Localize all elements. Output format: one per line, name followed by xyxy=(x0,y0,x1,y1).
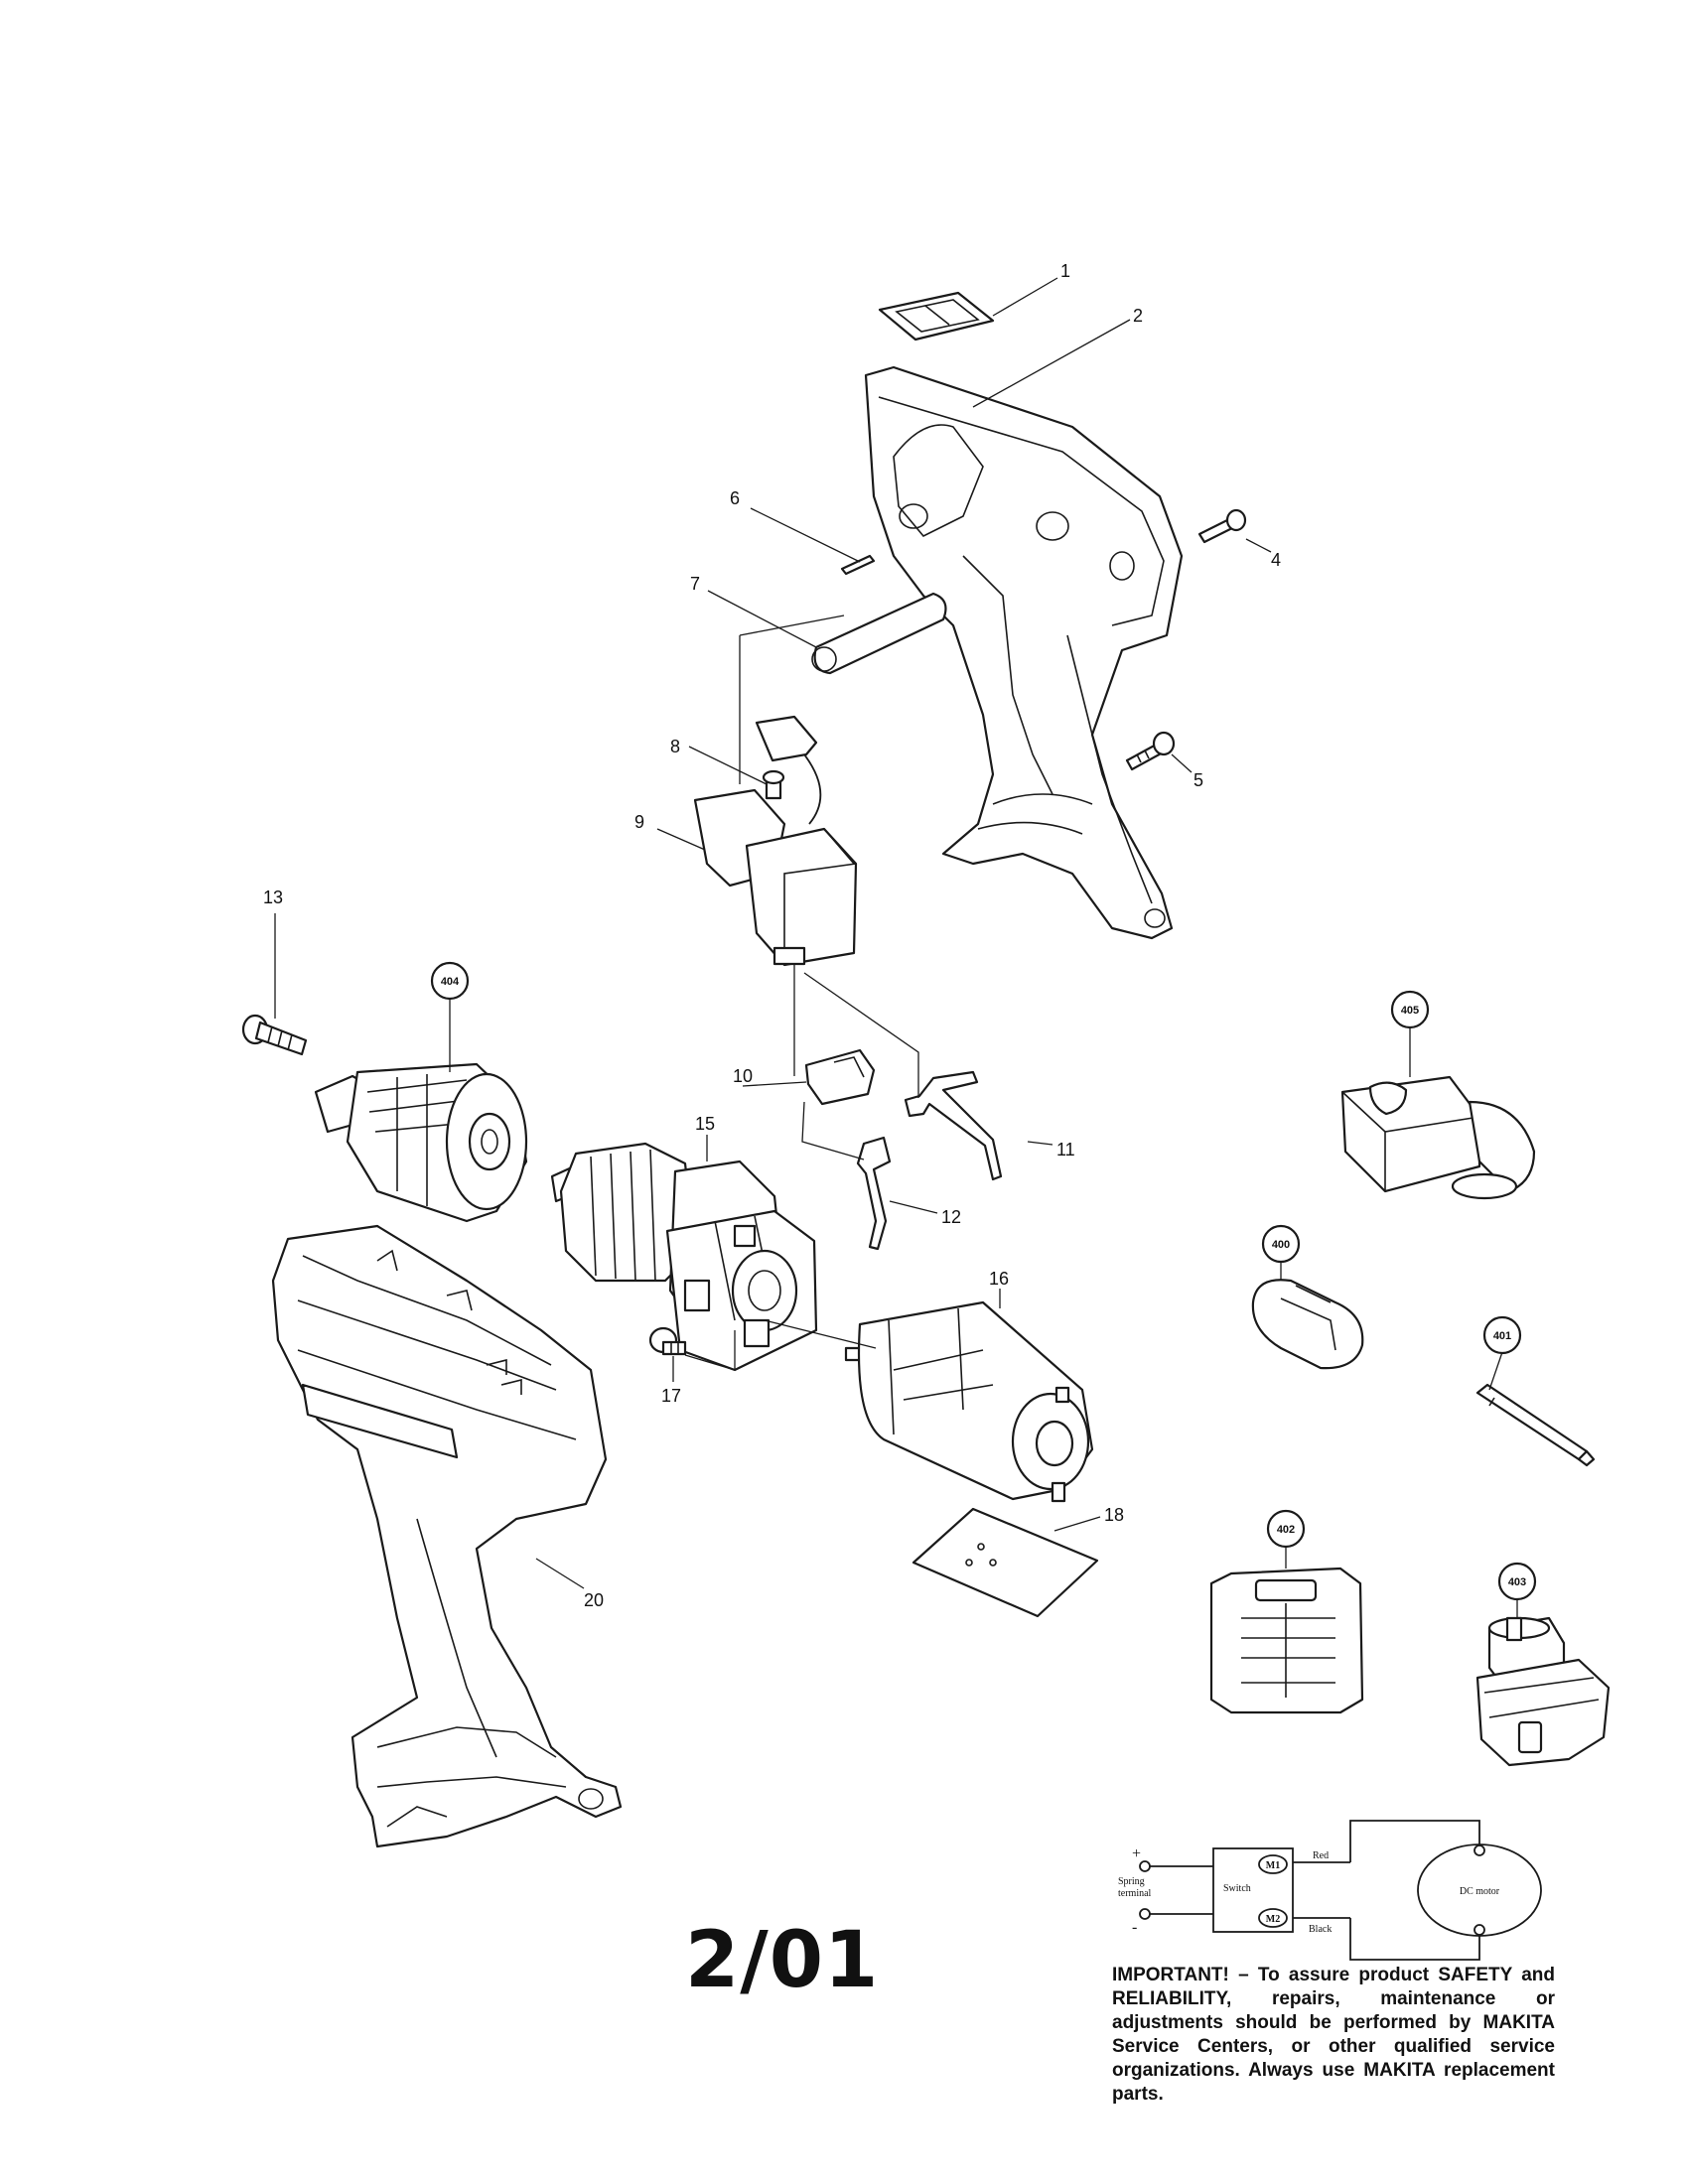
callout-402: 402 xyxy=(1266,1509,1306,1549)
callout-401: 401 xyxy=(1482,1315,1522,1355)
wiring-terminal-1: Spring xyxy=(1118,1876,1145,1887)
part-5-screw xyxy=(1125,731,1176,771)
part-405-charger xyxy=(1340,1075,1536,1200)
label-6: 6 xyxy=(730,488,740,508)
wiring-minus: - xyxy=(1132,1919,1137,1936)
svg-text:405: 405 xyxy=(1401,1005,1419,1017)
callout-403: 403 xyxy=(1497,1562,1537,1601)
part-11-terminal-strip xyxy=(904,1070,1003,1181)
label-17: 17 xyxy=(661,1386,681,1406)
svg-text:400: 400 xyxy=(1272,1239,1290,1251)
part-9-switch xyxy=(693,715,858,967)
label-20: 20 xyxy=(584,1590,604,1610)
wiring-plus: + xyxy=(1132,1845,1141,1862)
part-7-lever xyxy=(811,592,947,675)
label-15: 15 xyxy=(695,1114,715,1134)
svg-text:403: 403 xyxy=(1508,1576,1526,1588)
part-16-dc-motor xyxy=(844,1300,1094,1503)
safety-notice: IMPORTANT! – To assure product SAFETY an… xyxy=(1112,1965,1555,2105)
part-number-labels: 1 2 4 5 6 7 8 9 10 11 12 13 15 16 17 18 … xyxy=(263,261,1281,1610)
part-6-pin xyxy=(840,554,876,576)
part-15-gear-assembly xyxy=(550,1142,818,1372)
dc-motor-label: DC motor xyxy=(1460,1886,1500,1897)
part-18-insulator xyxy=(912,1507,1099,1618)
black-wire-label: Black xyxy=(1309,1924,1332,1935)
part-403-battery xyxy=(1475,1616,1611,1767)
part-20-housing xyxy=(271,1224,623,1848)
label-11: 11 xyxy=(1056,1140,1075,1160)
part-17-screw xyxy=(648,1326,687,1356)
red-wire-label: Red xyxy=(1313,1850,1329,1861)
date-code: 2/01 xyxy=(685,1916,880,2005)
circled-callouts: 404 405 400 401 402 403 xyxy=(430,961,1537,1601)
dc-motor-symbol xyxy=(1417,1843,1542,1937)
label-9: 9 xyxy=(634,812,644,832)
part-2-housing-half xyxy=(864,365,1184,940)
part-13-bolt xyxy=(241,1014,308,1056)
m1-label: M1 xyxy=(1266,1860,1280,1871)
label-7: 7 xyxy=(690,574,700,594)
label-5: 5 xyxy=(1193,770,1203,790)
switch-box xyxy=(1212,1847,1294,1933)
part-400-holster xyxy=(1251,1279,1364,1370)
label-4: 4 xyxy=(1271,550,1281,570)
part-10-terminal xyxy=(804,1048,876,1106)
part-1-lever-plate xyxy=(878,291,995,341)
svg-text:402: 402 xyxy=(1277,1524,1295,1536)
leader-lines xyxy=(274,277,1518,1618)
part-404-chuck xyxy=(314,1062,528,1223)
svg-text:401: 401 xyxy=(1493,1330,1511,1342)
label-10: 10 xyxy=(733,1066,753,1086)
switch-label: Switch xyxy=(1223,1883,1251,1894)
callout-405: 405 xyxy=(1390,990,1430,1029)
label-8: 8 xyxy=(670,737,680,756)
part-8-screw xyxy=(762,769,785,800)
part-12-terminal-strip xyxy=(856,1136,892,1251)
label-18: 18 xyxy=(1104,1505,1124,1525)
callout-404: 404 xyxy=(430,961,470,1001)
svg-text:404: 404 xyxy=(441,976,460,988)
part-4-screw xyxy=(1197,508,1247,544)
label-13: 13 xyxy=(263,887,283,907)
part-401-bit xyxy=(1475,1383,1596,1467)
label-16: 16 xyxy=(989,1269,1009,1289)
part-402-case xyxy=(1209,1567,1364,1714)
label-2: 2 xyxy=(1133,306,1143,326)
callout-400: 400 xyxy=(1261,1224,1301,1264)
label-1: 1 xyxy=(1060,261,1070,281)
wiring-diagram: + Spring terminal - Switch M1 M2 Red Bla… xyxy=(1118,1820,1542,1961)
m2-label: M2 xyxy=(1266,1914,1280,1925)
wiring-terminal-2: terminal xyxy=(1118,1888,1152,1899)
label-12: 12 xyxy=(941,1207,961,1227)
